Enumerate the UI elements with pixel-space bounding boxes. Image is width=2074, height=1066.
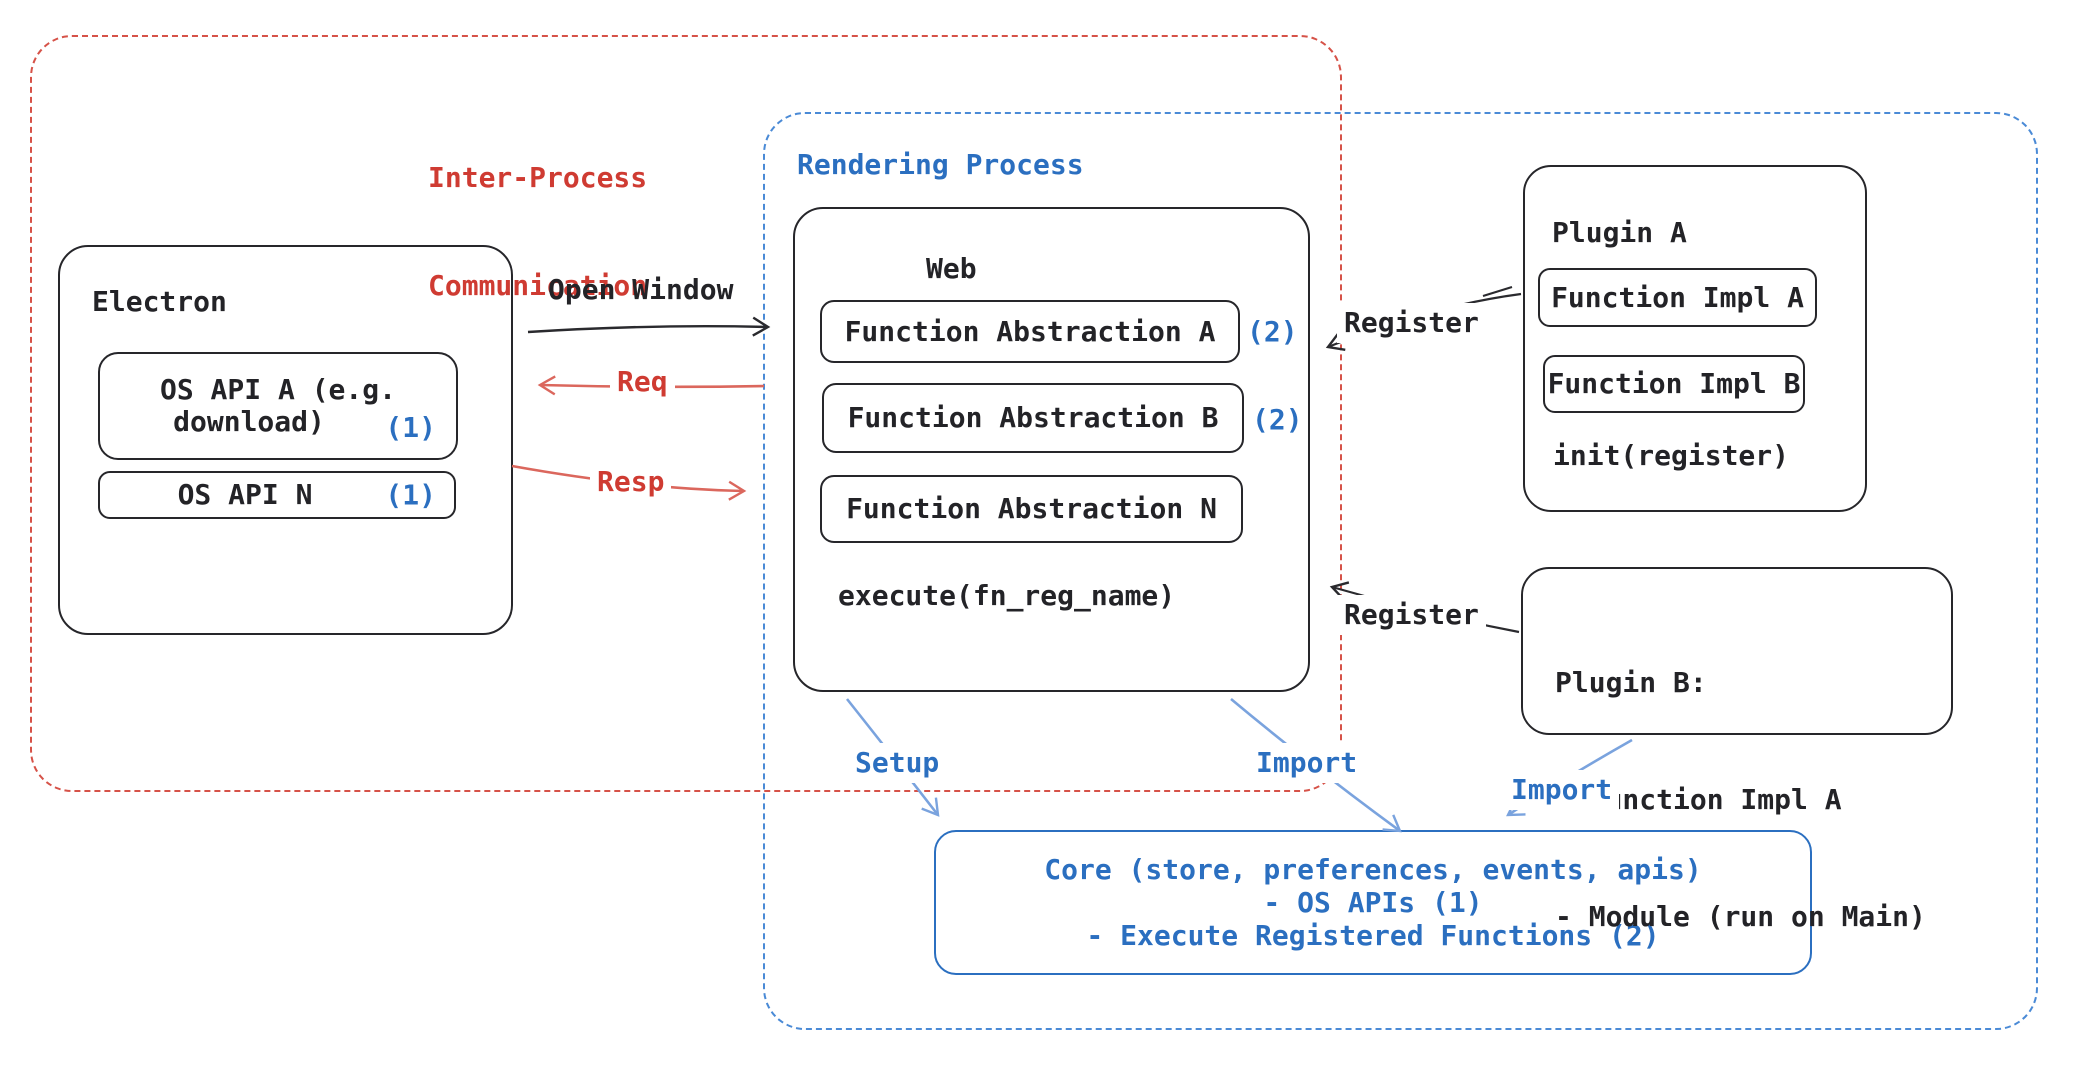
plugin-b-item-2: - Module (run on Main) <box>1555 900 1926 933</box>
import-web-label: Import <box>1249 743 1365 783</box>
function-impl-a-box: Function Impl A <box>1538 268 1817 327</box>
function-impl-a-label: Function Impl A <box>1551 280 1804 314</box>
electron-title: Electron <box>92 285 227 318</box>
open-window-label: Open Window <box>548 273 734 306</box>
plugin-b-content: Plugin B: - Function Impl A - Module (ru… <box>1555 588 1926 1011</box>
resp-label: Resp <box>590 462 672 502</box>
setup-label: Setup <box>848 743 947 783</box>
core-line-1: Core (store, preferences, events, apis) <box>1044 853 1702 886</box>
plugin-b-title: Plugin B: <box>1555 666 1707 699</box>
function-abstraction-n-box: Function Abstraction N <box>820 475 1243 543</box>
os-api-n-label: OS API N <box>177 478 313 511</box>
core-line-2: - OS APIs (1) <box>1263 886 1483 919</box>
function-abstraction-b-box: Function Abstraction B <box>822 383 1244 453</box>
function-abstraction-b-badge: (2) <box>1252 403 1303 436</box>
function-impl-b-label: Function Impl B <box>1547 367 1801 400</box>
os-api-a-label-line2: download) <box>173 405 325 438</box>
ipc-label-line1: Inter-Process <box>428 161 648 194</box>
plugin-a-title: Plugin A <box>1552 216 1687 249</box>
function-impl-b-box: Function Impl B <box>1543 355 1805 413</box>
function-abstraction-a-label: Function Abstraction A <box>844 314 1216 348</box>
os-api-a-label-line1: OS API A (e.g. <box>159 373 396 406</box>
function-abstraction-a-badge: (2) <box>1247 315 1298 348</box>
ipc-label: Inter-Process Communication <box>428 88 647 376</box>
register-bottom-label: Register <box>1337 595 1486 635</box>
init-register-label: init(register) <box>1553 439 1790 472</box>
core-content: Core (store, preferences, events, apis) … <box>936 832 1810 973</box>
os-api-a-box: OS API A (e.g. download) (1) <box>98 352 458 460</box>
os-api-n-box: OS API N (1) <box>98 471 456 519</box>
function-abstraction-b-label: Function Abstraction B <box>847 401 1219 434</box>
function-abstraction-a-box: Function Abstraction A <box>820 300 1240 363</box>
register-top-label: Register <box>1337 303 1486 343</box>
core-line-3: - Execute Registered Functions (2) <box>1086 919 1660 952</box>
execute-label: execute(fn_reg_name) <box>838 579 1176 612</box>
function-abstraction-n-label: Function Abstraction N <box>846 492 1217 525</box>
web-title: Web <box>926 252 977 285</box>
plugin-b-box <box>1521 567 1953 735</box>
ipc-boundary <box>30 35 1342 792</box>
rendering-label: Rendering Process <box>797 148 1084 181</box>
req-label: Req <box>610 362 675 402</box>
os-api-n-badge: (1) <box>385 478 436 512</box>
rendering-boundary <box>763 112 2038 1030</box>
os-api-a-badge: (1) <box>385 411 436 444</box>
core-box: Core (store, preferences, events, apis) … <box>934 830 1812 975</box>
ipc-label-line2: Communication <box>428 269 648 302</box>
import-plugin-label: Import <box>1504 770 1620 810</box>
plugin-a-box <box>1523 165 1867 512</box>
